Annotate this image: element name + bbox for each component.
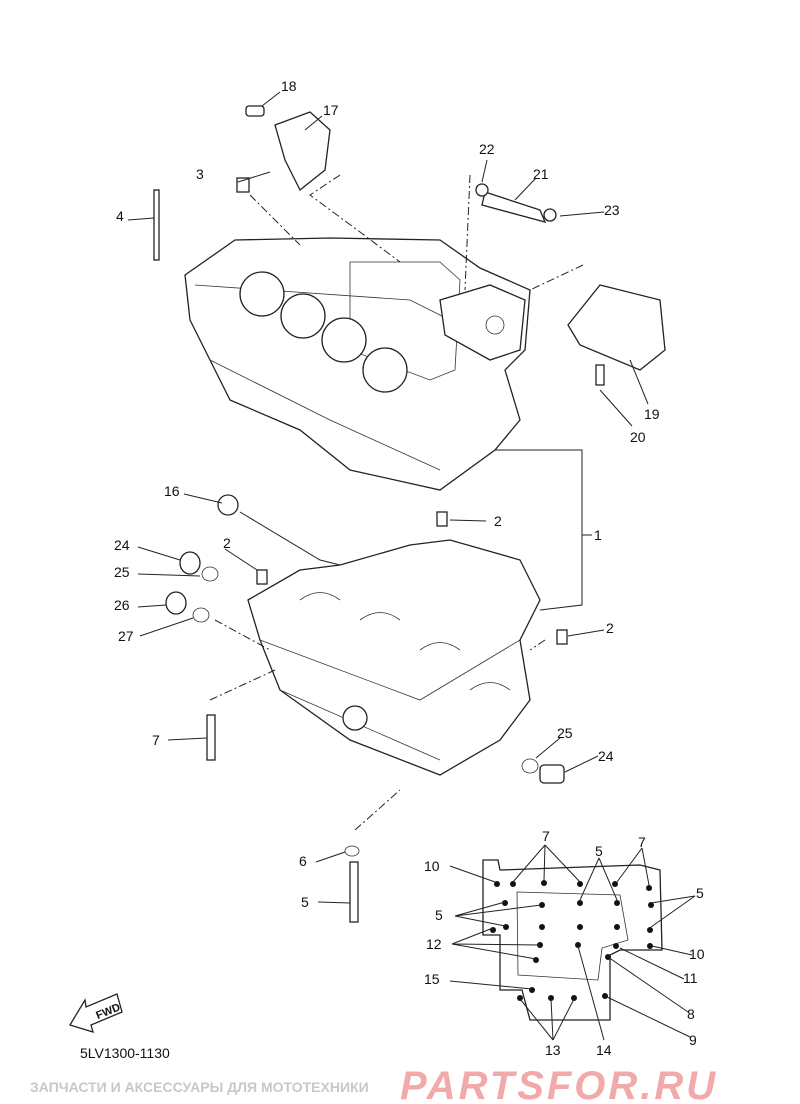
detail-callout-12: 12 bbox=[426, 936, 442, 952]
callout-18: 18 bbox=[281, 78, 297, 94]
detail-callout-5b: 5 bbox=[696, 885, 704, 901]
callout-7: 7 bbox=[152, 732, 160, 748]
callout-6: 6 bbox=[299, 853, 307, 869]
detail-callout-15: 15 bbox=[424, 971, 440, 987]
callout-2b: 2 bbox=[223, 535, 231, 551]
leader-lines bbox=[127, 91, 649, 904]
watermark-logo: PARTSFOR.RU bbox=[400, 1064, 718, 1104]
callout-2c: 2 bbox=[606, 620, 614, 636]
detail-callout-10b: 10 bbox=[689, 946, 705, 962]
callout-23: 23 bbox=[604, 202, 620, 218]
callout-5: 5 bbox=[301, 894, 309, 910]
detail-callout-10a: 10 bbox=[424, 858, 440, 874]
callout-24b: 24 bbox=[598, 748, 614, 764]
callout-25b: 25 bbox=[557, 725, 573, 741]
detail-callout-5c: 5 bbox=[435, 907, 443, 923]
lower-crankcase bbox=[247, 539, 541, 776]
detail-callout-7b: 7 bbox=[638, 834, 646, 850]
forward-arrow-icon: FWD bbox=[69, 993, 123, 1033]
diagram-code: 5LV1300-1130 bbox=[80, 1045, 170, 1061]
callout-17: 17 bbox=[323, 102, 339, 118]
detail-callout-11: 11 bbox=[683, 970, 698, 986]
detail-callout-7a: 7 bbox=[542, 828, 550, 844]
callout-21: 21 bbox=[533, 166, 549, 182]
callout-22: 22 bbox=[479, 141, 495, 157]
callout-16: 16 bbox=[164, 483, 180, 499]
detail-callout-14: 14 bbox=[596, 1042, 612, 1058]
detail-callout-5a: 5 bbox=[595, 843, 603, 859]
bolt-dots bbox=[490, 880, 654, 1001]
callout-20: 20 bbox=[630, 429, 646, 445]
detail-callout-8: 8 bbox=[687, 1006, 695, 1022]
small-parts bbox=[153, 105, 666, 923]
callout-27: 27 bbox=[118, 628, 134, 644]
detail-callout-9: 9 bbox=[689, 1032, 697, 1048]
watermark-tagline: ЗАПЧАСТИ И АКСЕССУАРЫ ДЛЯ МОТОТЕХНИКИ bbox=[30, 1079, 369, 1095]
callout-labels: 18 17 22 21 23 3 4 19 20 16 2 1 24 2 25 … bbox=[114, 78, 705, 1058]
callout-25a: 25 bbox=[114, 564, 130, 580]
callout-3: 3 bbox=[196, 166, 204, 182]
callout-2a: 2 bbox=[494, 513, 502, 529]
callout-19: 19 bbox=[644, 406, 660, 422]
callout-4: 4 bbox=[116, 208, 124, 224]
callout-1: 1 bbox=[594, 527, 602, 543]
detail-callout-13: 13 bbox=[545, 1042, 561, 1058]
callout-26: 26 bbox=[114, 597, 130, 613]
callout-24a: 24 bbox=[114, 537, 130, 553]
upper-crankcase bbox=[184, 237, 531, 491]
oil-pan-bolt-detail bbox=[449, 844, 696, 1041]
